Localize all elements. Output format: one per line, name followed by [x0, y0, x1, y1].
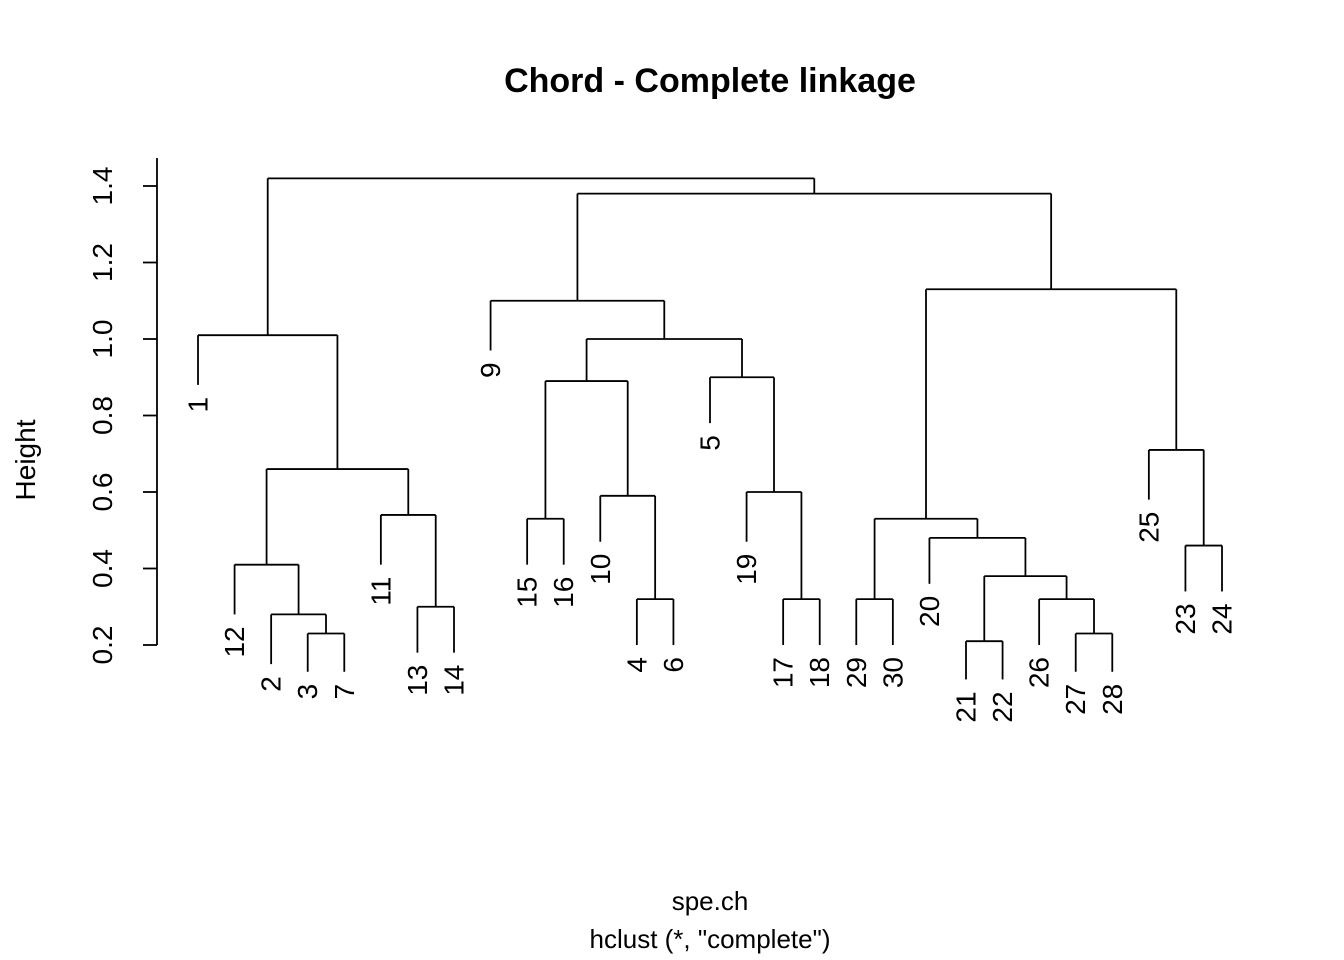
leaf-label: 27: [1060, 684, 1091, 715]
leaf-label: 9: [475, 362, 506, 378]
leaf-label: 25: [1133, 512, 1164, 543]
leaf-label: 21: [951, 691, 982, 722]
leaf-label: 19: [731, 554, 762, 585]
leaf-label: 10: [585, 554, 616, 585]
leaf-label: 4: [621, 657, 652, 673]
leaf-label: 16: [548, 577, 579, 608]
y-tick-label: 0.8: [87, 396, 118, 435]
leaf-label: 24: [1207, 603, 1238, 634]
leaf-label: 18: [804, 657, 835, 688]
y-tick-label: 1.2: [87, 243, 118, 282]
leaf-label: 6: [658, 657, 689, 673]
x-axis-label: spe.ch: [672, 886, 749, 916]
leaf-label: 23: [1170, 603, 1201, 634]
leaf-label: 12: [219, 626, 250, 657]
leaf-label: 7: [329, 684, 360, 700]
leaf-label: 22: [987, 691, 1018, 722]
leaf-label: 28: [1097, 684, 1128, 715]
leaf-label: 30: [877, 657, 908, 688]
y-axis-ticks: 0.2 0.4 0.6 0.8 1.0 1.2 1.4: [87, 167, 157, 665]
leaf-label: 11: [365, 577, 396, 606]
y-tick-label: 1.4: [87, 167, 118, 206]
y-axis-label: Height: [10, 419, 41, 500]
leaf-label: 5: [695, 435, 726, 451]
leaf-label: 29: [841, 657, 872, 688]
leaf-label: 1: [183, 397, 214, 413]
leaf-label: 17: [768, 657, 799, 688]
y-tick-label: 0.4: [87, 549, 118, 588]
dendrogram-tree: [197, 177, 1223, 680]
leaf-label: 14: [439, 665, 470, 696]
leaf-label: 3: [292, 684, 323, 700]
leaf-label: 20: [914, 596, 945, 627]
method-subtitle: hclust (*, "complete"): [590, 924, 831, 954]
y-tick-label: 0.2: [87, 626, 118, 665]
y-tick-label: 1.0: [87, 320, 118, 359]
leaf-label: 26: [1024, 657, 1055, 688]
leaf-label: 13: [402, 665, 433, 696]
leaf-label: 15: [512, 577, 543, 608]
chart-title: Chord - Complete linkage: [504, 62, 916, 100]
y-tick-label: 0.6: [87, 473, 118, 512]
leaf-label: 2: [256, 676, 287, 692]
